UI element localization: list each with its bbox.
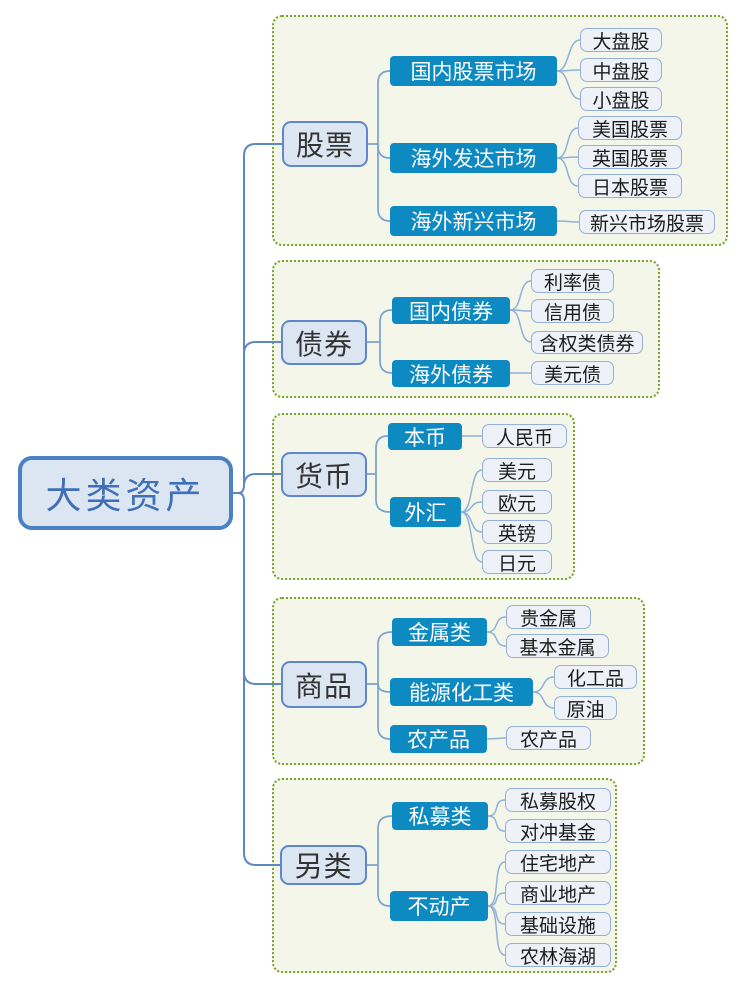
node-hedge-funds[interactable]: 对冲基金 [505, 819, 611, 844]
root-node[interactable]: 大类资产 [18, 456, 233, 530]
node-overseas-developed-market[interactable]: 海外发达市场 [390, 143, 557, 173]
connector [556, 127, 579, 159]
node-overseas-emerging-market[interactable]: 海外新兴市场 [390, 206, 557, 236]
connector [556, 220, 580, 223]
node-domestic-stock-market[interactable]: 国内股票市场 [390, 56, 557, 86]
node-commercial[interactable]: 商业地产 [505, 881, 611, 906]
node-mid-cap[interactable]: 中盘股 [580, 58, 662, 83]
connector [237, 492, 281, 866]
connector [556, 157, 579, 187]
connector [377, 70, 391, 145]
node-chemical-products[interactable]: 化工品 [554, 665, 637, 690]
node-base-metals[interactable]: 基本金属 [506, 634, 609, 659]
node-jpy[interactable]: 日元 [482, 550, 552, 575]
node-large-cap[interactable]: 大盘股 [580, 28, 662, 53]
node-uk-stocks[interactable]: 英国股票 [578, 145, 682, 170]
connector [377, 143, 391, 222]
node-bonds[interactable]: 债券 [281, 320, 367, 365]
connector [377, 815, 393, 866]
connector [486, 631, 507, 647]
node-option-embedded-bonds[interactable]: 含权类债券 [531, 331, 643, 355]
connector [487, 799, 506, 817]
connector [509, 280, 532, 311]
node-us-stocks[interactable]: 美国股票 [578, 116, 682, 141]
connector [509, 309, 532, 343]
connector [556, 39, 581, 72]
connector [487, 815, 506, 832]
node-stocks[interactable]: 股票 [282, 121, 368, 167]
node-agriculture-category[interactable]: 农产品 [390, 725, 487, 753]
node-credit-bonds[interactable]: 信用债 [531, 299, 614, 324]
connector [487, 905, 506, 925]
node-interest-rate-bonds[interactable]: 利率债 [531, 269, 614, 294]
node-residential[interactable]: 住宅地产 [505, 850, 611, 875]
node-overseas-bonds[interactable]: 海外债券 [392, 360, 510, 387]
connector [377, 864, 391, 907]
node-domestic-bonds[interactable]: 国内债券 [392, 297, 510, 324]
connector [487, 892, 506, 907]
node-local-currency[interactable]: 本币 [388, 423, 462, 450]
connector [486, 737, 507, 740]
connector [460, 511, 483, 533]
node-alternatives[interactable]: 另类 [280, 845, 367, 885]
connector [532, 691, 555, 709]
node-metals[interactable]: 金属类 [392, 618, 487, 646]
node-gbp[interactable]: 英镑 [482, 520, 552, 545]
node-rmb[interactable]: 人民币 [482, 424, 567, 449]
connector [487, 861, 506, 907]
connector [460, 511, 483, 563]
node-eur[interactable]: 欧元 [482, 490, 552, 515]
node-infrastructure[interactable]: 基础设施 [505, 912, 611, 937]
connector [243, 671, 282, 685]
connector [460, 469, 483, 513]
node-energy-chemicals[interactable]: 能源化工类 [390, 678, 533, 706]
node-usd[interactable]: 美元 [482, 458, 552, 483]
connector [532, 676, 555, 693]
connector [375, 435, 389, 475]
node-commodities[interactable]: 商品 [281, 661, 367, 708]
node-currency[interactable]: 货币 [281, 452, 367, 497]
connector [377, 683, 391, 740]
node-private-equity[interactable]: 私募股权 [505, 788, 611, 813]
connector [379, 341, 393, 374]
connector [379, 309, 393, 343]
node-private-placement[interactable]: 私募类 [392, 802, 488, 830]
connector [487, 905, 506, 956]
node-japan-stocks[interactable]: 日本股票 [578, 174, 682, 199]
connector [556, 70, 581, 100]
node-small-cap[interactable]: 小盘股 [580, 87, 662, 112]
node-crude-oil[interactable]: 原油 [554, 696, 617, 721]
connector [232, 143, 283, 494]
connector [243, 341, 282, 355]
connector [375, 473, 391, 513]
connector [377, 683, 391, 693]
connector [243, 473, 282, 487]
node-emerging-market-stocks[interactable]: 新兴市场股票 [579, 210, 715, 235]
node-foreign-exchange[interactable]: 外汇 [390, 497, 461, 527]
node-agri-forest-sea-lake[interactable]: 农林海湖 [505, 943, 611, 968]
connector [377, 145, 391, 159]
node-usd-bonds[interactable]: 美元债 [531, 361, 614, 386]
connector [377, 631, 393, 685]
node-real-estate[interactable]: 不动产 [390, 891, 488, 921]
node-agricultural-products[interactable]: 农产品 [506, 726, 591, 751]
connector [486, 616, 507, 633]
node-precious-metals[interactable]: 贵金属 [506, 605, 591, 630]
